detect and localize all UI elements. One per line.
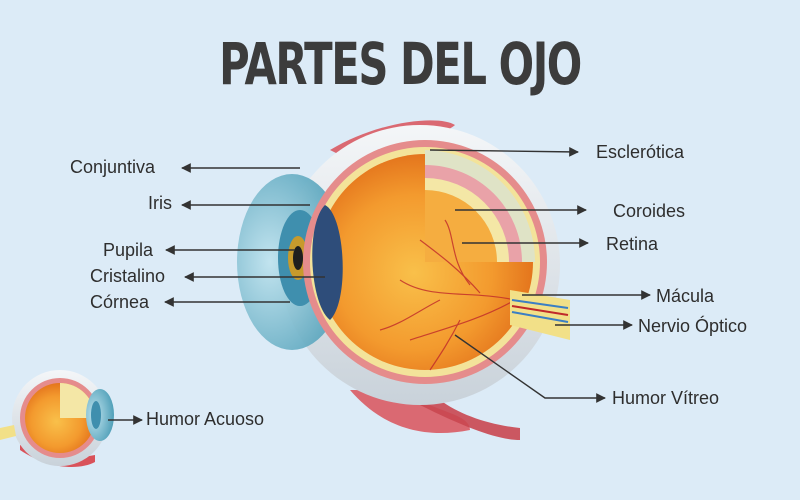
label-cristalino: Cristalino xyxy=(90,266,166,286)
label-cornea: Córnea xyxy=(90,292,150,312)
label-esclerotica: Esclerótica xyxy=(596,142,685,162)
label-conjuntiva: Conjuntiva xyxy=(70,157,156,177)
small-eye xyxy=(0,370,114,467)
eye-muscle-bottom-long xyxy=(420,400,520,440)
small-eye-iris xyxy=(91,401,101,429)
label-retina: Retina xyxy=(606,234,659,254)
arrow-esclerotica xyxy=(429,146,579,157)
label-coroides: Coroides xyxy=(613,201,686,221)
small-eye-cut xyxy=(60,383,95,418)
blood-vessels xyxy=(379,219,516,371)
label-nervio-optico: Nervio Óptico xyxy=(638,316,748,336)
pupil xyxy=(293,246,303,270)
label-pupila: Pupila xyxy=(103,240,154,260)
main-eye xyxy=(237,120,570,440)
page-title: PARTES DEL OJO xyxy=(219,30,582,98)
label-humor-vitreo: Humor Vítreo xyxy=(612,388,720,408)
optic-nerve-artery xyxy=(511,305,569,316)
eye-muscle-bottom xyxy=(350,390,470,434)
label-humor-acuoso: Humor Acuoso xyxy=(146,409,265,429)
arrow-humor-vitreo xyxy=(454,334,606,403)
label-iris: Iris xyxy=(148,193,172,213)
small-eye-nerve xyxy=(0,425,16,440)
optic-nerve-vessels xyxy=(511,299,569,323)
cut-wedge-vitreous xyxy=(425,190,497,262)
lens xyxy=(312,205,343,320)
label-macula: Mácula xyxy=(656,286,715,306)
arrows xyxy=(108,146,651,425)
